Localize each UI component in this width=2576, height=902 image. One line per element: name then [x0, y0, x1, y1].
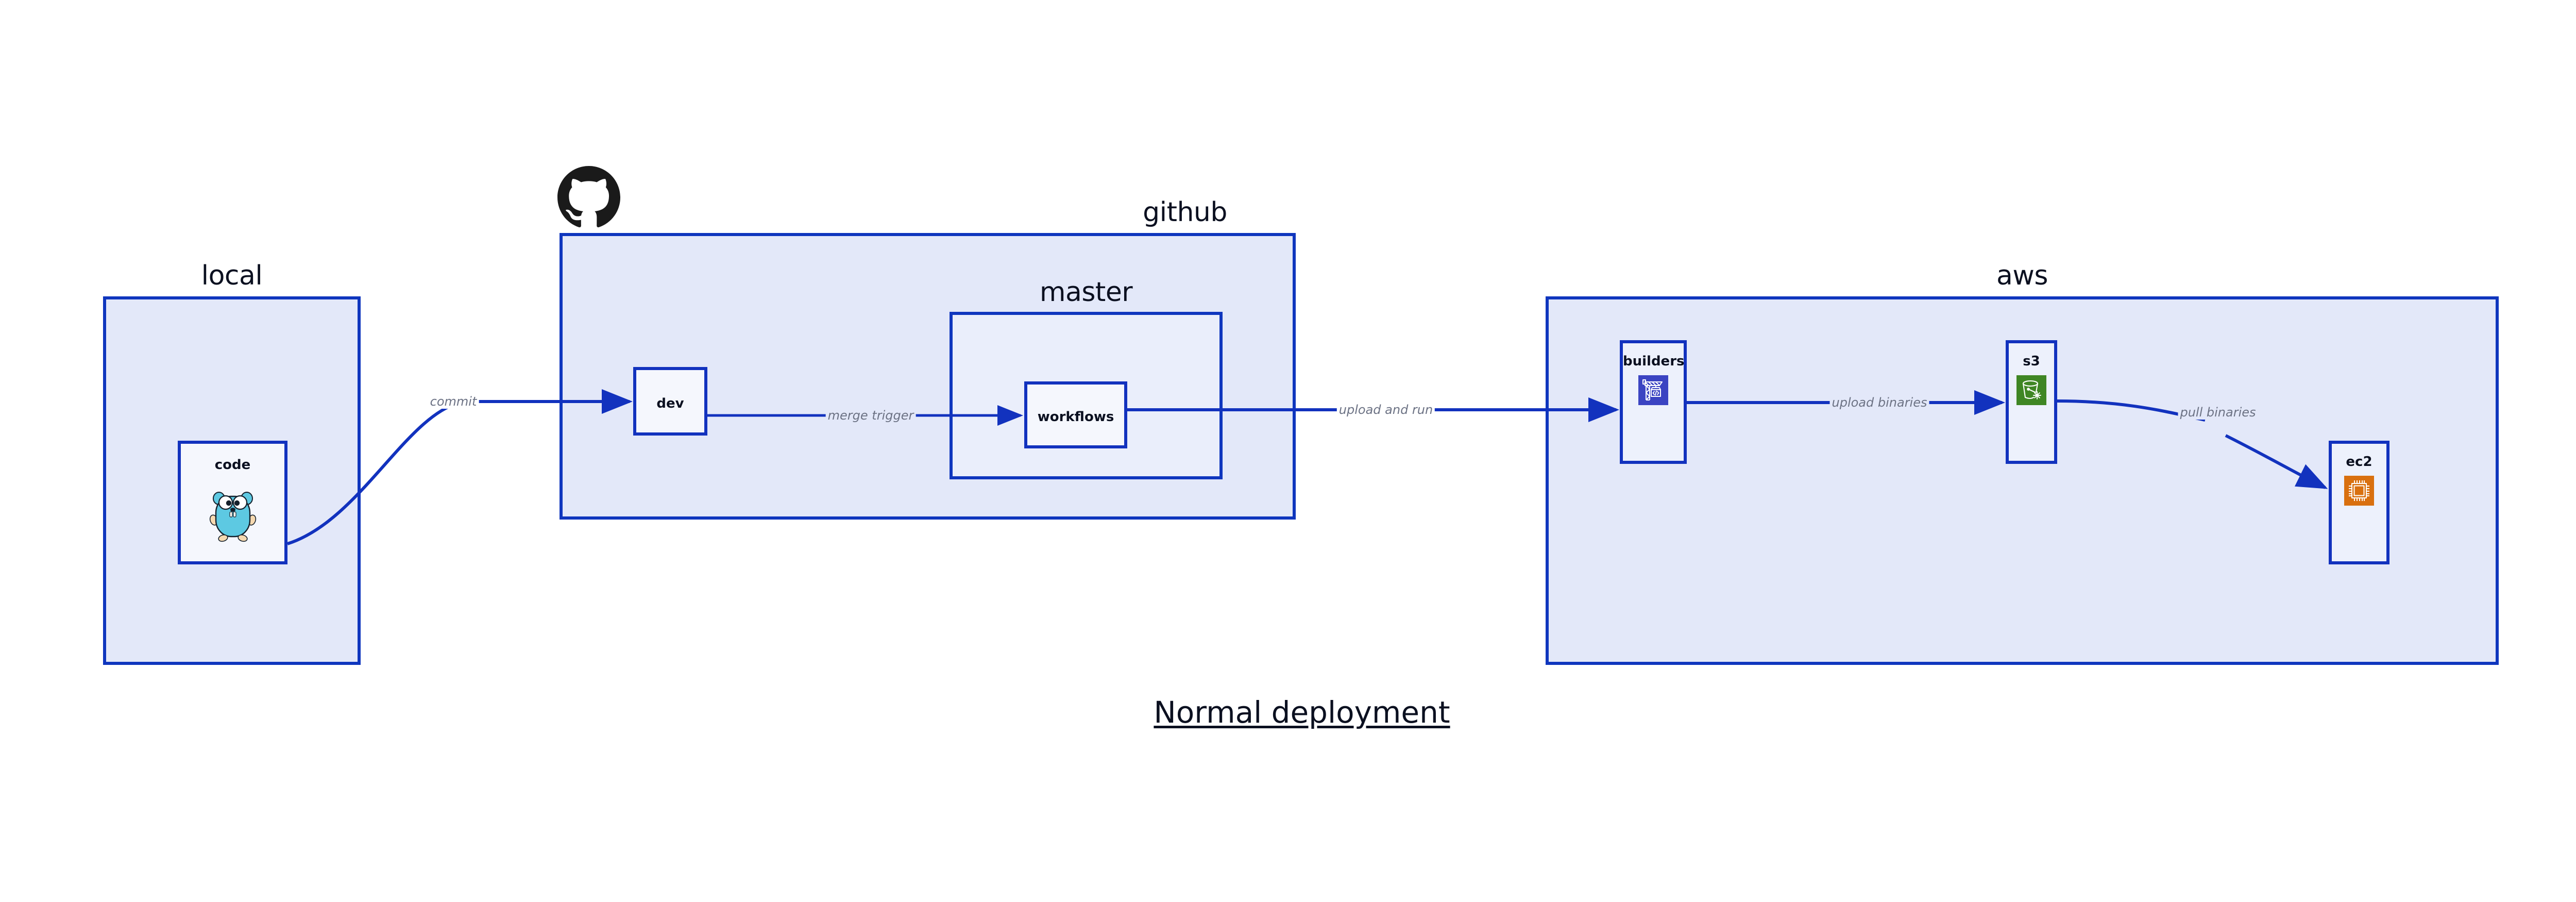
- node-dev-label: dev: [656, 396, 684, 411]
- edge-label-merge-trigger: merge trigger: [825, 408, 916, 423]
- node-s3-label: s3: [2023, 354, 2040, 369]
- node-s3[interactable]: s3: [2006, 340, 2057, 464]
- crane-code-icon: [1638, 375, 1668, 405]
- group-local-title: local: [201, 260, 263, 291]
- figure-caption: Normal deployment: [1154, 695, 1450, 730]
- node-ec2[interactable]: ec2: [2329, 441, 2389, 564]
- go-gopher-icon: [208, 486, 258, 544]
- group-aws-title: aws: [1996, 260, 2048, 291]
- node-code-label: code: [214, 457, 251, 473]
- node-ec2-label: ec2: [2346, 454, 2372, 470]
- edge-label-upload-binaries: upload binaries: [1829, 395, 1929, 410]
- edge-label-commit: commit: [428, 394, 479, 409]
- node-code[interactable]: code: [178, 441, 287, 564]
- s3-bucket-icon: [2016, 375, 2046, 405]
- edge-label-upload-and-run: upload and run: [1336, 403, 1435, 417]
- subgroup-master-title: master: [1039, 277, 1133, 308]
- node-dev[interactable]: dev: [633, 367, 707, 436]
- edge-label-pull-binaries: pull binaries: [2178, 405, 2258, 420]
- node-builders-label: builders: [1623, 354, 1685, 369]
- node-workflows-label: workflows: [1037, 409, 1114, 425]
- github-octocat-icon: [557, 166, 620, 229]
- group-github-title: github: [1143, 197, 1227, 228]
- node-workflows[interactable]: workflows: [1024, 381, 1127, 448]
- edge-commit: [287, 389, 633, 545]
- node-builders[interactable]: builders: [1620, 340, 1687, 464]
- cpu-chip-icon: [2344, 476, 2374, 506]
